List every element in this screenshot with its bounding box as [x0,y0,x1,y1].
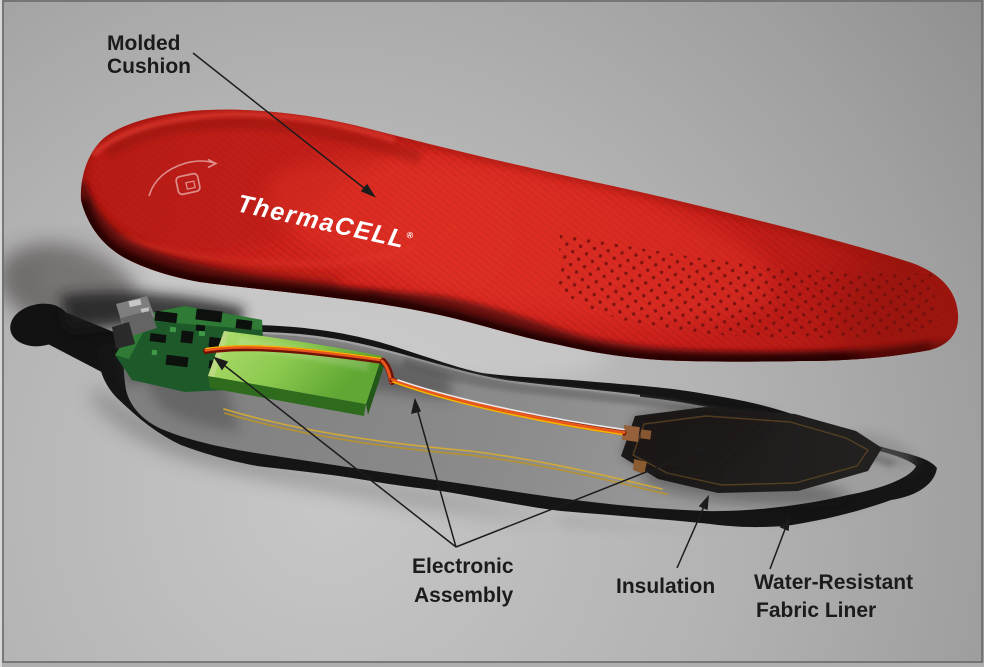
svg-text:Electronic: Electronic [412,555,514,578]
svg-text:Cushion: Cushion [107,55,191,78]
svg-text:Insulation: Insulation [616,575,715,598]
svg-text:Molded: Molded [107,32,181,55]
svg-text:Assembly: Assembly [414,584,514,607]
svg-text:Water-Resistant: Water-Resistant [754,571,913,594]
svg-text:Fabric Liner: Fabric Liner [756,599,876,622]
